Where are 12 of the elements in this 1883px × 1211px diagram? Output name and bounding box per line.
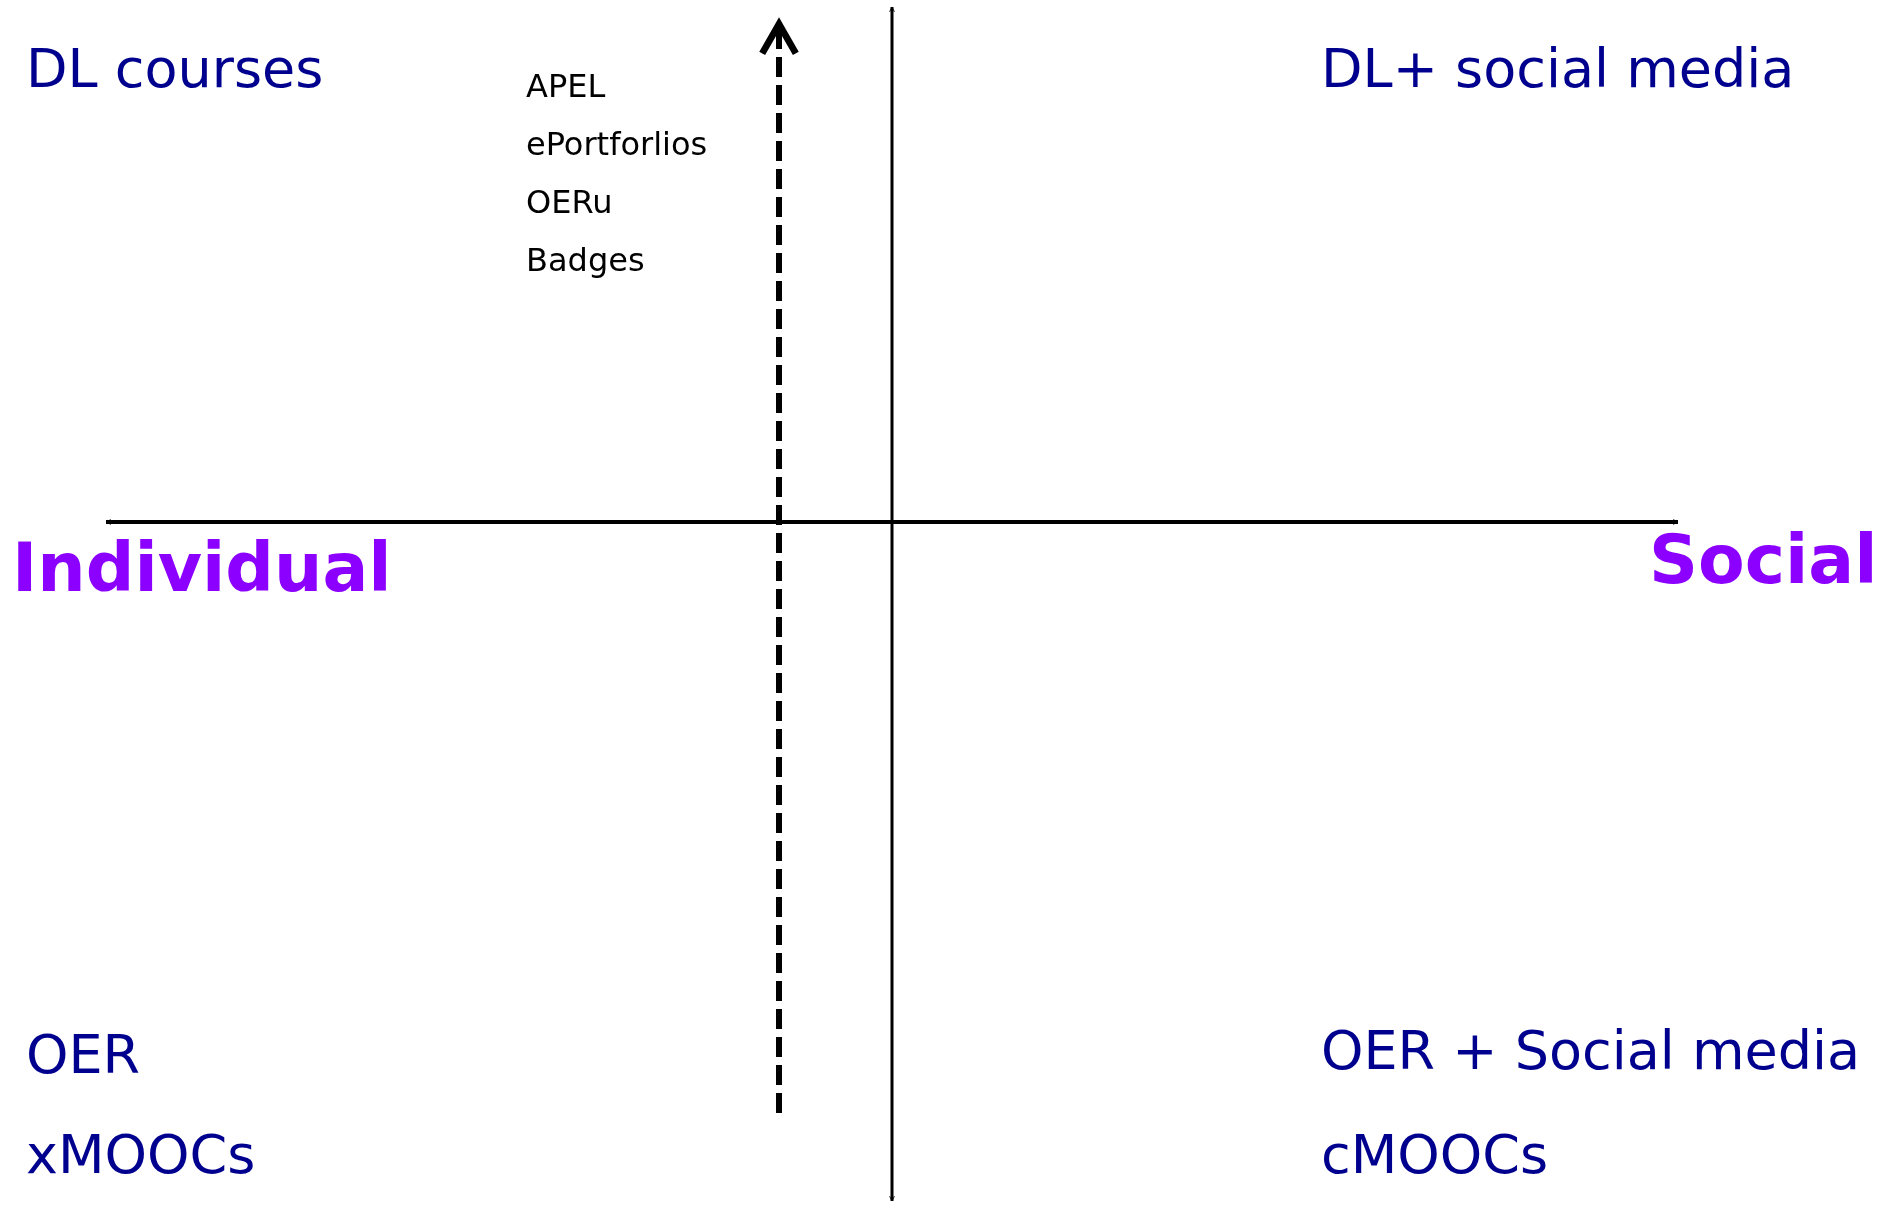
quadrant-label: xMOOCs	[26, 1128, 256, 1182]
list-item: APEL	[526, 70, 606, 102]
list-item: OERu	[526, 186, 613, 218]
quadrant-label: DL courses	[26, 42, 324, 96]
list-item: ePortforlios	[526, 128, 708, 160]
list-item: Badges	[526, 244, 645, 276]
axis-label: Social	[1649, 526, 1878, 594]
axis-label: Individual	[12, 534, 392, 602]
quadrant-label: DL+ social media	[1321, 42, 1795, 96]
quadrant-label: OER + Social media	[1321, 1024, 1861, 1078]
quadrant-label: cMOOCs	[1321, 1128, 1549, 1182]
quadrant-label: OER	[26, 1028, 141, 1082]
